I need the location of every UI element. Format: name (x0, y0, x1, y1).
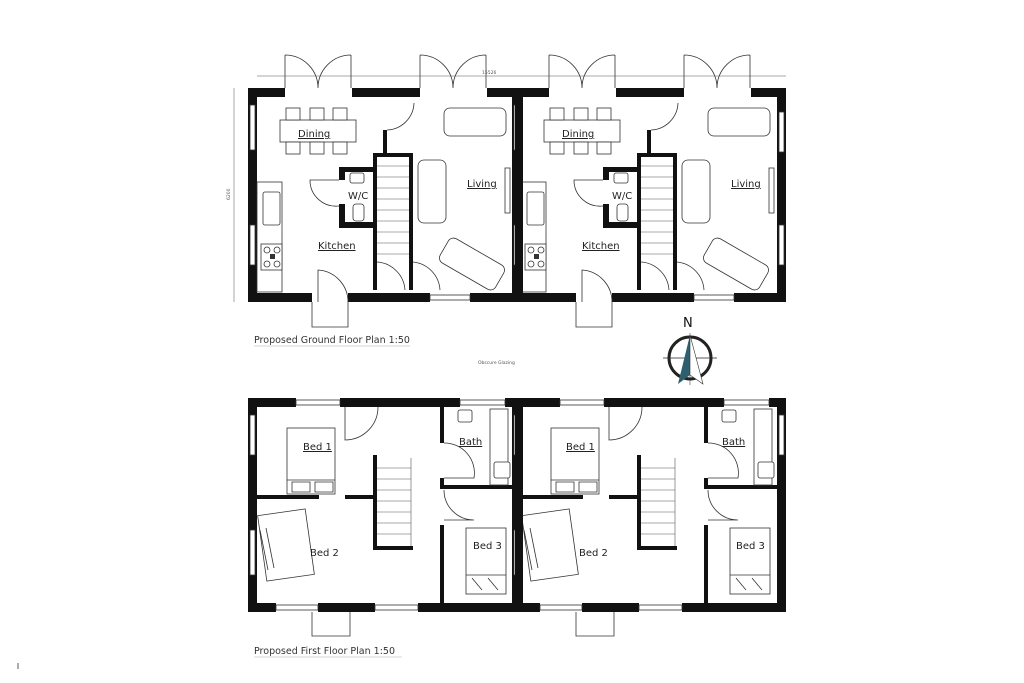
ground-floor-plan: 15526 6200 Dining W/C Kitchen Living Din… (226, 54, 786, 347)
first-floor-caption: Proposed First Floor Plan 1:50 (254, 646, 395, 657)
room-label-kitchen: Kitchen (318, 241, 356, 252)
room-label-living: Living (467, 179, 497, 190)
room-label-bath: Bath (459, 437, 482, 448)
depth-dimension: 6200 (226, 188, 232, 200)
room-label-bed1: Bed 1 (566, 442, 595, 453)
room-label-bath: Bath (722, 437, 745, 448)
room-label-bed2: Bed 2 (579, 548, 608, 559)
north-arrow-icon: N (663, 316, 717, 385)
room-label-dining: Dining (298, 129, 330, 140)
north-label: N (683, 316, 693, 331)
room-label-bed2: Bed 2 (310, 548, 339, 559)
width-dimension: 15526 (482, 70, 496, 76)
ground-floor-caption: Proposed Ground Floor Plan 1:50 (254, 335, 410, 346)
room-label-living: Living (731, 179, 761, 190)
room-label-bed3: Bed 3 (736, 541, 765, 552)
room-label-wc: W/C (348, 191, 368, 202)
first-floor-plan: Bed 1 Bath Bed 2 Bed 3 Bed 1 Bath Bed 2 … (247, 397, 786, 658)
room-label-bed3: Bed 3 (473, 541, 502, 552)
obscure-glazing-note: Obscure Glazing (478, 360, 515, 366)
room-label-kitchen: Kitchen (582, 241, 620, 252)
room-label-bed1: Bed 1 (303, 442, 332, 453)
room-label-dining: Dining (562, 129, 594, 140)
room-label-wc: W/C (612, 191, 632, 202)
